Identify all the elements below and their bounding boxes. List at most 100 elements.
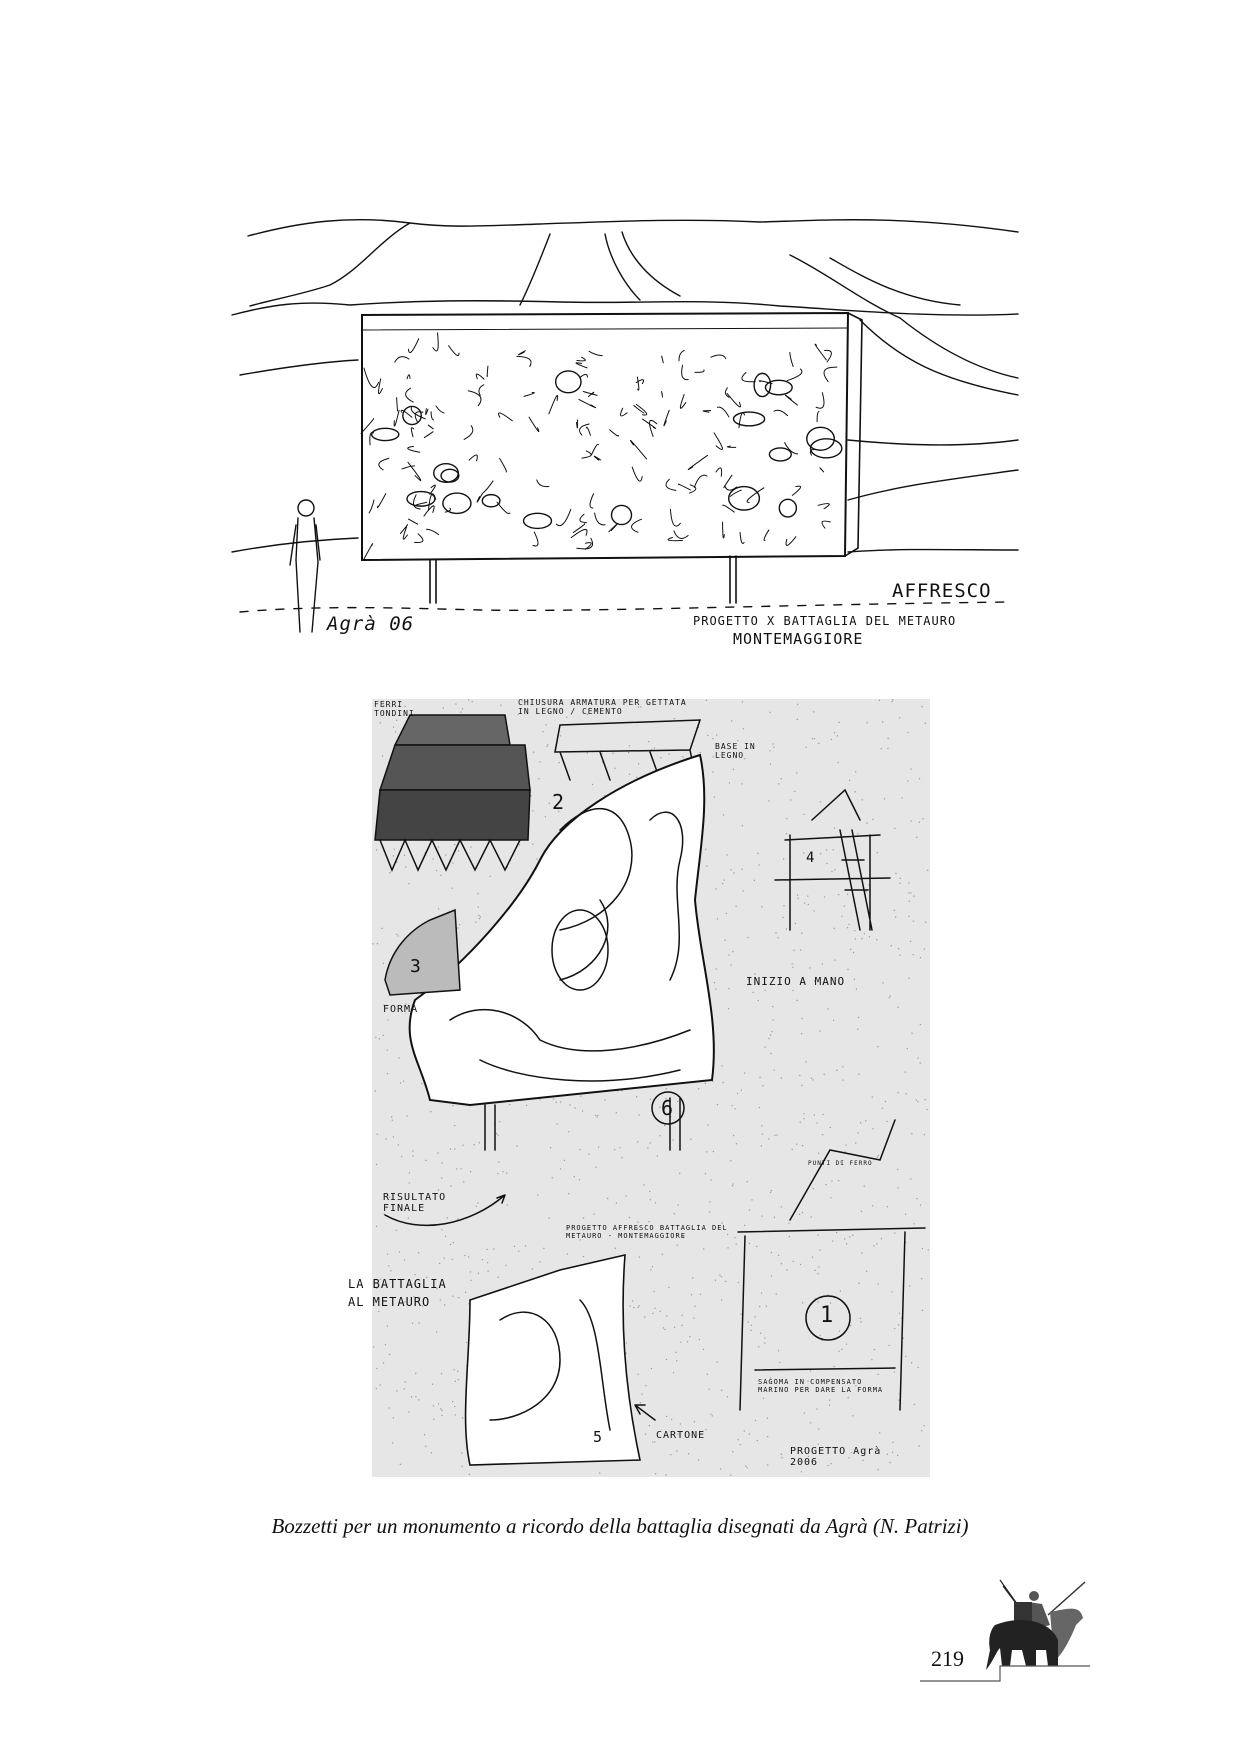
grain-dot [832, 849, 834, 851]
grain-dot [852, 1234, 854, 1236]
grain-dot [792, 1260, 794, 1263]
crowd-stroke [426, 528, 440, 536]
grain-dot [761, 1125, 763, 1127]
crowd-stroke [609, 429, 620, 437]
grain-dot [673, 1213, 675, 1215]
crowd-stroke [467, 390, 482, 407]
grain-dot [397, 935, 399, 937]
grain-dot [829, 1302, 832, 1304]
grain-dot [805, 746, 807, 748]
grain-dot [418, 1399, 420, 1401]
grain-dot [918, 821, 920, 823]
crowd-stroke [665, 478, 677, 491]
grain-dot [697, 726, 699, 729]
grain-dot [748, 1433, 750, 1435]
grain-dot [452, 1295, 454, 1297]
crowd-stroke [816, 411, 820, 423]
grain-dot [850, 1452, 852, 1454]
crowd-stroke [727, 445, 737, 448]
grain-dot [746, 1181, 748, 1183]
grain-dot [470, 846, 472, 848]
grain-dot [441, 1177, 443, 1179]
grain-dot [597, 1114, 599, 1116]
grain-dot [737, 1439, 739, 1441]
grain-dot [473, 1144, 475, 1146]
grain-dot [559, 735, 562, 737]
crowd-stroke [444, 507, 451, 513]
grain-dot [924, 722, 926, 724]
crowd-stroke [678, 349, 685, 362]
grain-dot [475, 921, 477, 923]
grain-dot [880, 748, 882, 750]
grain-dot [762, 1397, 765, 1399]
crowd-stroke [784, 394, 798, 406]
grain-dot [713, 796, 716, 798]
grain-dot [845, 1343, 848, 1345]
grain-dot [437, 1189, 440, 1191]
grain-dot [457, 1378, 459, 1381]
grain-dot [694, 1305, 696, 1307]
grain-dot [842, 1079, 844, 1081]
grain-dot [413, 1295, 415, 1298]
grain-dot [702, 1348, 705, 1350]
grain-dot [848, 923, 850, 925]
grain-dot [866, 822, 868, 824]
grain-dot [780, 1263, 782, 1265]
grain-dot [899, 954, 901, 956]
grain-dot [918, 1445, 920, 1447]
grain-dot [595, 1166, 597, 1168]
grain-dot [693, 1317, 695, 1319]
grain-dot [649, 1199, 651, 1201]
grain-dot [455, 703, 457, 705]
grain-dot [675, 1351, 677, 1353]
grain-dot [392, 1194, 394, 1197]
grain-dot [730, 1474, 732, 1476]
grain-dot [844, 1151, 846, 1153]
helmet-stroke [442, 492, 472, 515]
grain-dot [690, 1294, 693, 1296]
grain-dot [709, 1201, 711, 1203]
grain-dot [436, 1288, 438, 1290]
grain-dot [442, 707, 444, 709]
grain-dot [816, 1408, 818, 1410]
grain-dot [771, 1031, 773, 1033]
formwork-tower [374, 714, 531, 872]
grain-dot [707, 734, 709, 737]
grain-dot [865, 891, 867, 893]
grain-dot [780, 1206, 782, 1208]
crowd-stroke [498, 412, 513, 422]
grain-dot [530, 795, 532, 797]
grain-dot [560, 1101, 562, 1103]
grain-dot [868, 889, 870, 891]
grain-dot [677, 1204, 679, 1206]
grain-dot [814, 980, 816, 982]
grain-dot [868, 936, 871, 938]
crowd-stroke [694, 369, 705, 373]
grain-dot [690, 1138, 692, 1140]
grain-dot [876, 1156, 879, 1158]
grain-dot [726, 1396, 729, 1398]
hill-line [847, 439, 1019, 446]
grain-dot [469, 1271, 472, 1273]
label-chiusura: CHIUSURA ARMATURA PER GETTATA IN LEGNO /… [518, 698, 687, 716]
grain-dot [458, 924, 461, 926]
slope-line [859, 319, 1019, 396]
grain-dot [712, 1150, 714, 1153]
grain-dot [853, 978, 856, 980]
grain-dot [791, 1463, 793, 1465]
grain-dot [728, 987, 730, 990]
grain-dot [586, 752, 588, 754]
crowd-stroke [661, 391, 664, 398]
grain-dot [735, 1243, 737, 1245]
grain-dot [392, 1442, 394, 1444]
grain-dot [927, 1249, 929, 1251]
grain-dot [758, 864, 760, 866]
grain-dot [711, 1415, 713, 1417]
grain-dot [437, 908, 440, 910]
grain-dot [817, 1234, 819, 1236]
grain-dot [386, 1049, 388, 1051]
grain-dot [796, 894, 799, 896]
grain-dot [898, 1399, 900, 1401]
grain-dot [841, 915, 843, 917]
grain-dot [386, 1072, 389, 1075]
